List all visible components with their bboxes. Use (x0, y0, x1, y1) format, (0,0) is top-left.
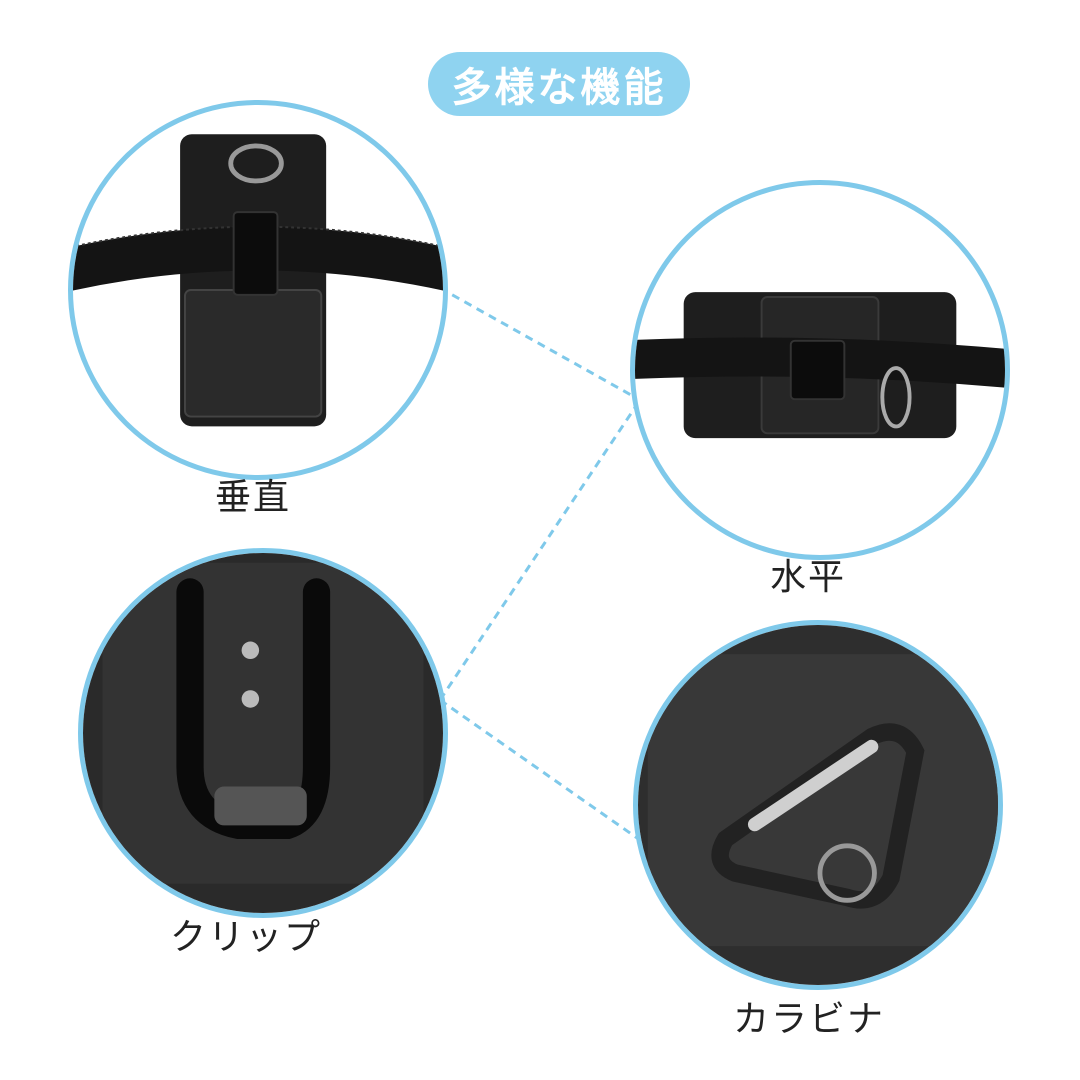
carabiner-photo (633, 620, 1003, 990)
carabiner-label: カラビナ (733, 999, 886, 1040)
vertical-photo (68, 100, 448, 480)
horizontal-label: 水平 (770, 557, 847, 598)
clip-label: クリップ (170, 917, 323, 958)
vertical-label: 垂直 (215, 477, 292, 518)
page-title: 多様な機能 (428, 52, 690, 116)
horizontal-photo (630, 180, 1010, 560)
clip-photo (78, 548, 448, 918)
